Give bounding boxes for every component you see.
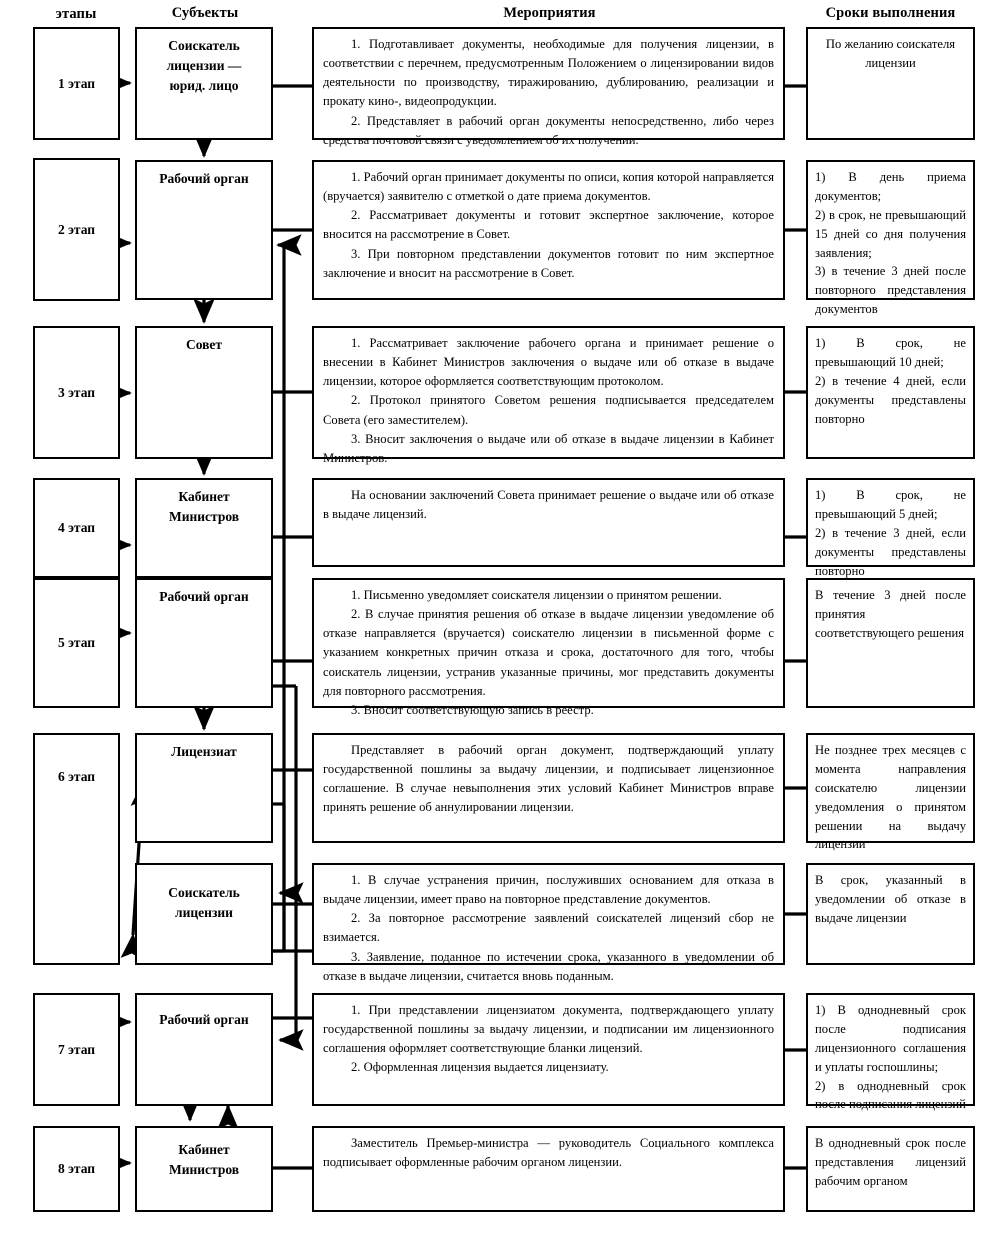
activity-box-3-item-2: 2. Протокол принятого Советом решения по… [323, 393, 774, 427]
subject-box-1[interactable]: Соискатель лицензии — юрид. лицо [135, 27, 273, 140]
column-header-deadlines-label: Сроки выполнения [825, 5, 956, 21]
subject-box-2-line-1: Рабочий орган [159, 171, 249, 186]
activity-box-7-item-1: 1. В случае устранения причин, послуживш… [323, 873, 774, 907]
subject-box-1-line-1: Соискатель [168, 38, 240, 53]
stage-box-2-label: 2 этап [57, 221, 96, 237]
deadline-box-4-item-1: 1) В срок, не превышающий 5 дней; [815, 488, 966, 521]
deadline-box-4[interactable]: 1) В срок, не превышающий 5 дней; 2) в т… [806, 478, 975, 578]
activity-box-1-item-1: 1. Подготавливает документы, необходимые… [323, 37, 774, 109]
activity-box-9-item-1: Заместитель Премьер-министра — руководит… [323, 1136, 774, 1170]
subject-box-4[interactable]: Кабинет Министров [135, 478, 273, 578]
stage-box-1[interactable]: 1 этап [33, 27, 120, 140]
subject-box-3[interactable]: Совет [135, 326, 273, 459]
column-header-subjects-label: Субъекты [171, 5, 239, 21]
activity-box-8-item-1: 1. При представлении лицензиатом докумен… [323, 1003, 774, 1056]
activity-box-2-item-3: 3. При повторном представлении документо… [323, 246, 774, 280]
column-header-subjects: Субъекты [145, 5, 265, 22]
column-header-activities: Мероприятия [412, 5, 687, 22]
subject-box-4-line-1: Кабинет [178, 489, 230, 504]
deadline-box-8-item-1: 1) В однодневный срок после подписания л… [815, 1003, 966, 1074]
subject-box-3-line-1: Совет [185, 337, 223, 352]
activity-box-5-item-3: 3. Вносит соответствующую запись в реест… [351, 702, 594, 717]
deadline-box-1[interactable]: По желанию соискателя лицензии [806, 27, 975, 140]
stage-box-5-label: 5 этап [57, 635, 96, 650]
activity-box-5[interactable]: 1. Письменно уведомляет соискателя лицен… [312, 578, 785, 717]
deadline-box-3-item-2: 2) в течение 4 дней, если документы пред… [815, 373, 966, 426]
subject-box-7-line-1: Соискатель [168, 885, 240, 900]
stage-box-8-label: 8 этап [57, 1161, 96, 1176]
activity-box-4[interactable]: На основании заключений Совета принимает… [312, 478, 785, 567]
activity-box-6-item-1: Представляет в рабочий орган документ, п… [323, 743, 774, 815]
subject-box-5-line-1: Рабочий орган [159, 589, 249, 604]
stage-box-6[interactable]: 6 этап [33, 733, 120, 965]
activity-box-8[interactable]: 1. При представлении лицензиатом докумен… [312, 993, 785, 1106]
deadline-box-6[interactable]: Не позднее трех месяцев с момента направ… [806, 733, 975, 851]
activity-box-3-item-1: 1. Рассматривает заключение рабочего орг… [323, 336, 774, 389]
subject-box-9[interactable]: Кабинет Министров [135, 1126, 273, 1212]
activity-box-2[interactable]: 1. Рабочий орган принимает документы по … [312, 160, 785, 300]
subject-box-6-line-1: Лицензиат [171, 744, 237, 759]
deadline-box-1-item-1: По желанию соискателя лицензии [825, 37, 956, 70]
activity-box-9[interactable]: Заместитель Премьер-министра — руководит… [312, 1126, 785, 1212]
activity-box-2-item-2: 2. Рассматривает документы и готовит экс… [323, 208, 774, 242]
subject-box-5[interactable]: Рабочий орган [135, 578, 273, 708]
stage-box-7[interactable]: 7 этап [33, 993, 120, 1106]
column-header-stages: этапы [26, 6, 126, 23]
deadline-box-4-item-2: 2) в течение 3 дней, если документы пред… [815, 525, 966, 578]
activity-box-6[interactable]: Представляет в рабочий орган документ, п… [312, 733, 785, 843]
activity-box-2-item-1: 1. Рабочий орган принимает документы по … [323, 170, 774, 204]
activity-box-7-item-2: 2. За повторное рассмотрение заявлений с… [323, 911, 774, 945]
subject-box-9-line-1: Кабинет [178, 1142, 230, 1157]
subject-box-8[interactable]: Рабочий орган [135, 993, 273, 1106]
column-header-stages-label: этапы [55, 6, 97, 22]
deadline-box-9-item-1: В однодневный срок после представления л… [815, 1136, 966, 1188]
deadline-box-2[interactable]: 1) В день приема документов; 2) в срок, … [806, 160, 975, 316]
subject-box-7[interactable]: Соискатель лицензии [135, 863, 273, 965]
deadline-box-2-item-2: 2) в срок, не превышающий 15 дней со дня… [815, 207, 966, 260]
stage-box-6-label: 6 этап [57, 769, 96, 784]
activity-box-5-item-1: 1. Письменно уведомляет соискателя лицен… [351, 588, 722, 602]
subject-box-6[interactable]: Лицензиат [135, 733, 273, 843]
deadline-box-7-item-1: В срок, указанный в уведомлении об отказ… [815, 873, 966, 925]
subject-box-7-line-2: лицензии [175, 904, 233, 920]
deadline-box-3[interactable]: 1) В срок, не превышающий 10 дней; 2) в … [806, 326, 975, 459]
activity-box-1[interactable]: 1. Подготавливает документы, необходимые… [312, 27, 785, 147]
deadline-box-8[interactable]: 1) В однодневный срок после подписания л… [806, 993, 975, 1111]
stage-box-7-label: 7 этап [57, 1041, 96, 1057]
deadline-box-9[interactable]: В однодневный срок после представления л… [806, 1126, 975, 1212]
stage-box-3[interactable]: 3 этап [33, 326, 120, 459]
deadline-box-5-item-1: В течение 3 дней после принятия соответс… [815, 588, 966, 640]
stage-box-3-label: 3 этап [57, 384, 96, 400]
stage-box-4[interactable]: 4 этап [33, 478, 120, 578]
subject-box-1-line-3: юрид. лицо [169, 77, 239, 93]
subject-box-1-line-2: лицензии — [166, 57, 242, 73]
subject-box-9-line-2: Министров [168, 1161, 240, 1177]
stage-box-8[interactable]: 8 этап [33, 1126, 120, 1212]
subject-box-2[interactable]: Рабочий орган [135, 160, 273, 300]
column-header-deadlines: Сроки выполнения [806, 5, 975, 22]
deadline-box-8-item-2: 2) в однодневный срок после подписания л… [815, 1078, 966, 1112]
deadline-box-3-item-1: 1) В срок, не превышающий 10 дней; [815, 336, 966, 369]
stage-box-1-label: 1 этап [57, 75, 96, 91]
activity-box-1-item-2: 2. Представляет в рабочий орган документ… [323, 113, 774, 147]
activity-box-4-item-1: На основании заключений Совета принимает… [323, 488, 774, 522]
activity-box-8-item-2: 2. Оформленная лицензия выдается лицензи… [351, 1060, 609, 1075]
subject-box-4-line-2: Министров [168, 508, 240, 524]
deadline-box-5[interactable]: В течение 3 дней после принятия соответс… [806, 578, 975, 708]
subject-box-8-line-1: Рабочий орган [159, 1012, 249, 1027]
deadline-box-2-item-1: 1) В день приема документов; [815, 170, 966, 203]
activity-box-5-item-2: 2. В случае принятия решения об отказе в… [323, 607, 774, 698]
deadline-box-7[interactable]: В срок, указанный в уведомлении об отказ… [806, 863, 975, 965]
stage-box-5[interactable]: 5 этап [33, 578, 120, 708]
activity-box-7-item-3: 3. Заявление, поданное по истечении срок… [323, 949, 774, 983]
stage-box-2[interactable]: 2 этап [33, 158, 120, 301]
activity-box-3-item-3: 3. Вносит заключения о выдаче или об отк… [323, 431, 774, 465]
column-header-activities-label: Мероприятия [503, 5, 596, 21]
deadline-box-6-item-1: Не позднее трех месяцев с момента направ… [815, 743, 966, 852]
stage-box-4-label: 4 этап [57, 520, 96, 535]
activity-box-3[interactable]: 1. Рассматривает заключение рабочего орг… [312, 326, 785, 465]
deadline-box-2-item-3: 3) в течение 3 дней после повторного пре… [815, 264, 966, 317]
activity-box-7[interactable]: 1. В случае устранения причин, послуживш… [312, 863, 785, 983]
